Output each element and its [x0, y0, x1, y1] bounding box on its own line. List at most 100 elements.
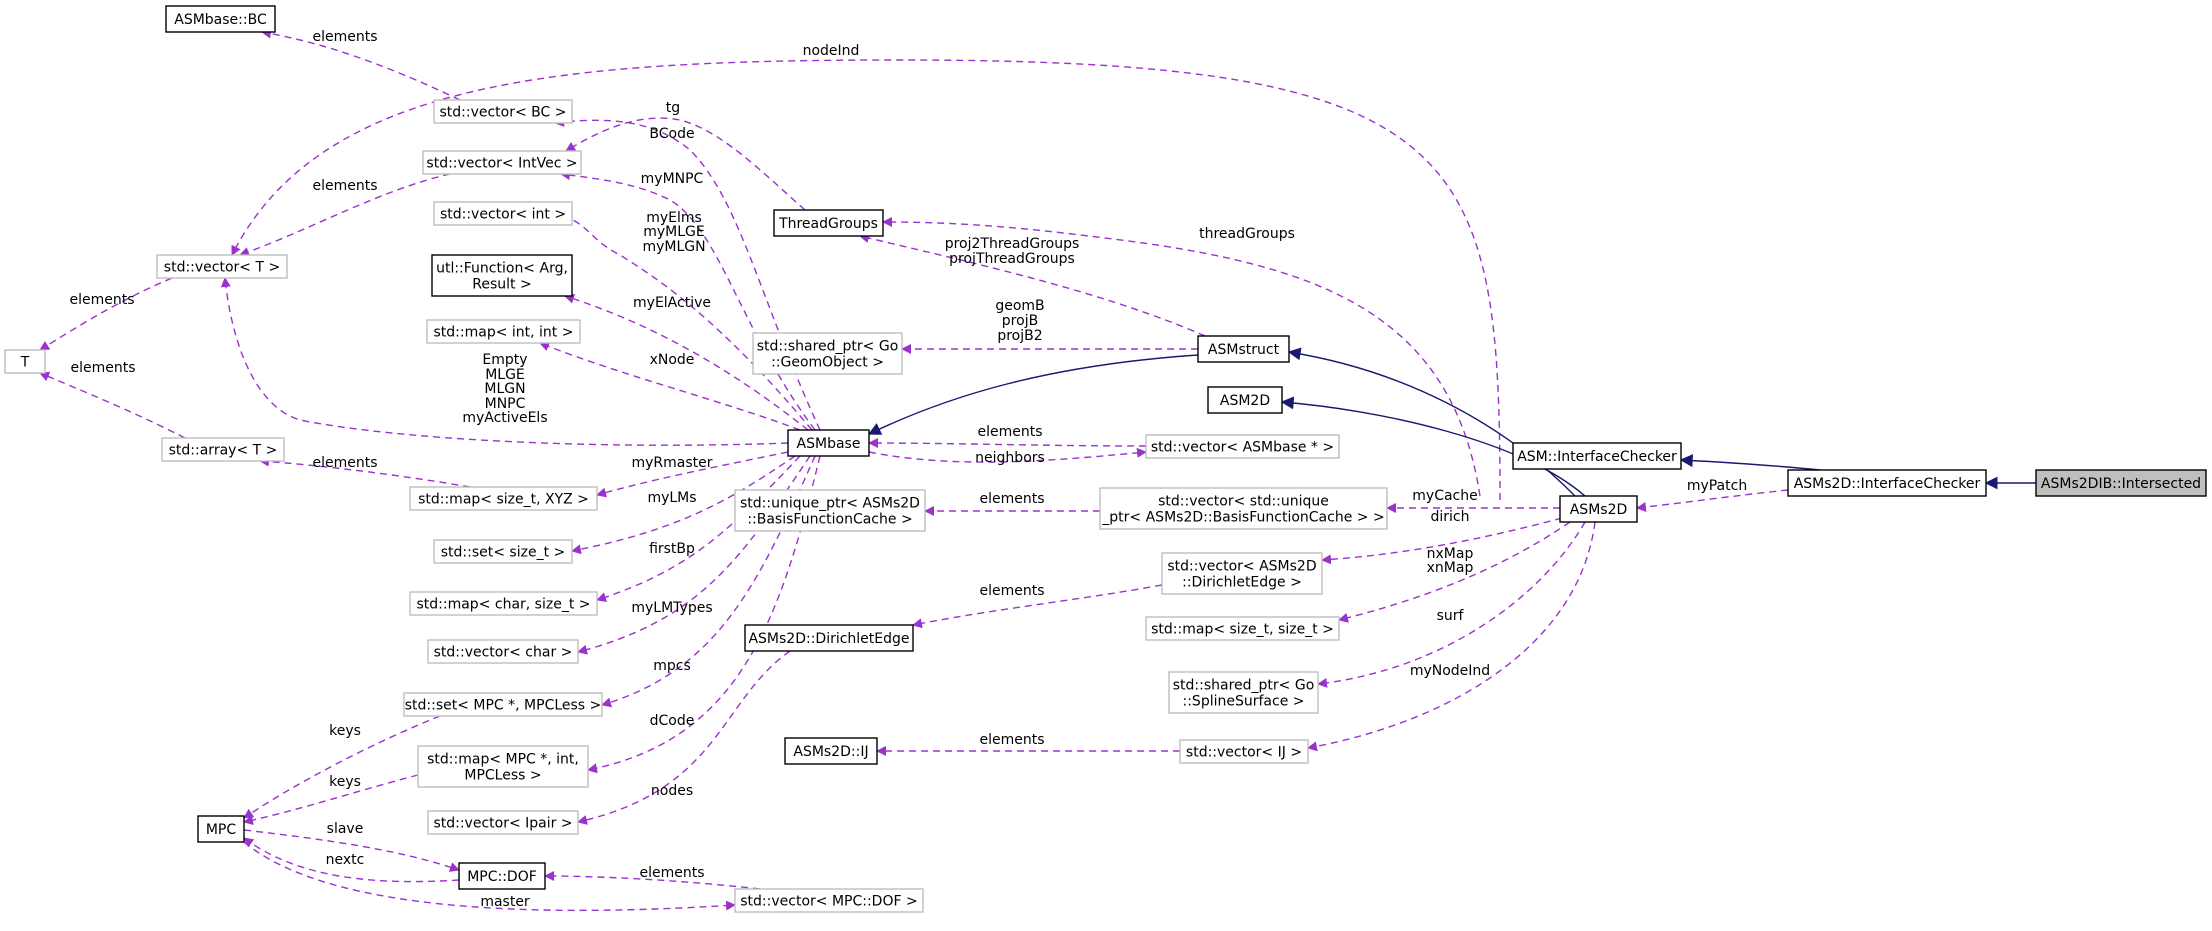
node-box[interactable] — [165, 5, 276, 33]
node-map-sizet-xyz[interactable]: std::map< size_t, XYZ > — [409, 486, 598, 511]
node-asmstruct[interactable]: ASMstruct — [1197, 335, 1290, 363]
node-box[interactable] — [2035, 469, 2207, 497]
usage-arrow — [564, 293, 809, 431]
node-asm2d[interactable]: ASM2D — [1207, 386, 1283, 414]
node-MPC[interactable]: MPC — [197, 815, 245, 843]
node-label: std::vector< MPC::DOF > — [740, 894, 917, 910]
edge-label: nxMap — [1427, 546, 1474, 562]
node-box[interactable] — [403, 692, 603, 717]
node-asmbase[interactable]: ASMbase — [787, 429, 870, 457]
node-box[interactable] — [433, 539, 573, 564]
node-vec-int[interactable]: std::vector< int > — [433, 201, 573, 226]
edge-threadgroups-vecintvec: tg — [565, 100, 806, 211]
node-vec-dirichletedge[interactable]: std::vector< ASMs2D::DirichletEdge > — [1161, 552, 1323, 595]
node-box[interactable] — [752, 332, 903, 375]
node-mpc-dof[interactable]: MPC::DOF — [458, 862, 546, 890]
node-box[interactable] — [1512, 442, 1682, 470]
usage-arrow — [259, 456, 471, 488]
node-box[interactable] — [197, 815, 245, 843]
node-label: ASM2D — [1220, 393, 1270, 409]
node-box[interactable] — [787, 429, 870, 457]
node-sp-splinesurface[interactable]: std::shared_ptr< Go::SplineSurface > — [1168, 671, 1319, 714]
node-map-int-int[interactable]: std::map< int, int > — [426, 319, 581, 344]
node-box[interactable] — [1168, 671, 1319, 714]
node-box[interactable] — [1207, 386, 1283, 414]
node-vec-char[interactable]: std::vector< char > — [427, 639, 579, 664]
edge-label: xnMap — [1427, 560, 1474, 576]
node-T[interactable]: T — [4, 349, 46, 374]
node-box[interactable] — [773, 209, 884, 237]
node-map-sizet-sizet[interactable]: std::map< size_t, size_t > — [1145, 616, 1340, 641]
node-box[interactable] — [161, 437, 285, 462]
usage-arrow — [1636, 489, 1789, 512]
node-map-char-sizet[interactable]: std::map< char, size_t > — [409, 591, 598, 616]
node-label: ::BasisFunctionCache > — [747, 512, 912, 528]
node-array-T[interactable]: std::array< T > — [161, 437, 285, 462]
node-label: ThreadGroups — [778, 216, 878, 232]
node-box[interactable] — [427, 639, 579, 664]
node-box[interactable] — [409, 591, 598, 616]
node-box[interactable] — [458, 862, 546, 890]
edge-label: firstBp — [649, 541, 695, 557]
node-box[interactable] — [1197, 335, 1290, 363]
node-set-sizet[interactable]: std::set< size_t > — [433, 539, 573, 564]
node-sp-geomobject[interactable]: std::shared_ptr< Go::GeomObject > — [752, 332, 903, 375]
edge-label: myActiveEls — [462, 410, 547, 426]
node-asms2d[interactable]: ASMs2D — [1559, 495, 1638, 523]
usage-arrow — [243, 715, 441, 819]
inheritance-arrow — [1287, 347, 1576, 497]
node-utl-function[interactable]: utl::Function< Arg,Result > — [431, 254, 573, 297]
node-box[interactable] — [734, 888, 924, 913]
edge-vecij-ij: elements — [876, 732, 1180, 756]
node-box[interactable] — [433, 99, 573, 124]
node-box[interactable] — [427, 810, 579, 835]
node-box[interactable] — [1145, 434, 1340, 459]
node-asms2dib-intersected[interactable]: ASMs2DIB::Intersected — [2035, 469, 2207, 497]
node-asm-interfacechecker[interactable]: ASM::InterfaceChecker — [1512, 442, 1682, 470]
node-vec-T[interactable]: std::vector< T > — [156, 254, 288, 279]
node-vec-ij[interactable]: std::vector< IJ > — [1179, 739, 1309, 764]
node-box[interactable] — [426, 319, 581, 344]
node-box[interactable] — [409, 486, 598, 511]
edge-label: keys — [329, 723, 361, 739]
edge-asms2d-vecij: myNodeInd — [1307, 521, 1596, 752]
node-label: std::vector< ASMs2D — [1167, 559, 1316, 575]
node-box[interactable] — [734, 489, 926, 532]
node-vec-asmbase-ptr[interactable]: std::vector< ASMbase * > — [1145, 434, 1340, 459]
node-dirichletedge[interactable]: ASMs2D::DirichletEdge — [744, 624, 914, 652]
node-box[interactable] — [1787, 469, 1987, 497]
node-box[interactable] — [417, 745, 589, 788]
node-asmbase-bc[interactable]: ASMbase::BC — [165, 5, 276, 33]
node-box[interactable] — [1179, 739, 1309, 764]
node-box[interactable] — [1099, 487, 1388, 530]
node-set-mpc[interactable]: std::set< MPC *, MPCLess > — [403, 692, 603, 717]
edge-vecbc-asmbasebc: elements — [261, 28, 461, 101]
edge-label: keys — [329, 774, 361, 790]
node-box[interactable] — [422, 150, 582, 175]
node-box[interactable] — [1145, 616, 1340, 641]
node-vec-bc[interactable]: std::vector< BC > — [433, 99, 573, 124]
edge-asmic-asms2dic — [1679, 454, 1821, 471]
node-vec-mpc-dof[interactable]: std::vector< MPC::DOF > — [734, 888, 924, 913]
node-box[interactable] — [1559, 495, 1638, 523]
node-box[interactable] — [156, 254, 288, 279]
node-vec-up-bfcache[interactable]: std::vector< std::unique_ptr< ASMs2D::Ba… — [1099, 487, 1388, 530]
node-box[interactable] — [784, 737, 878, 765]
node-box[interactable] — [433, 201, 573, 226]
edge-MPC-mpcdof: slave — [243, 821, 460, 872]
node-box[interactable] — [744, 624, 914, 652]
node-box[interactable] — [1161, 552, 1323, 595]
edge-asmbase-setsizet: myLMs — [571, 455, 796, 555]
node-vec-intvec[interactable]: std::vector< IntVec > — [422, 150, 582, 175]
node-asms2d-ij[interactable]: ASMs2D::IJ — [784, 737, 878, 765]
node-threadgroups[interactable]: ThreadGroups — [773, 209, 884, 237]
edge-asmstruct-asmbase — [867, 354, 1199, 435]
node-up-bfcache[interactable]: std::unique_ptr< ASMs2D::BasisFunctionCa… — [734, 489, 926, 532]
node-map-mpc-int[interactable]: std::map< MPC *, int,MPCLess > — [417, 745, 589, 788]
node-vec-ipair[interactable]: std::vector< Ipair > — [427, 810, 579, 835]
edge-label: myMNPC — [641, 171, 704, 187]
node-box[interactable] — [431, 254, 573, 297]
node-box[interactable] — [4, 349, 46, 374]
node-asms2d-interfacechecker[interactable]: ASMs2D::InterfaceChecker — [1787, 469, 1987, 497]
